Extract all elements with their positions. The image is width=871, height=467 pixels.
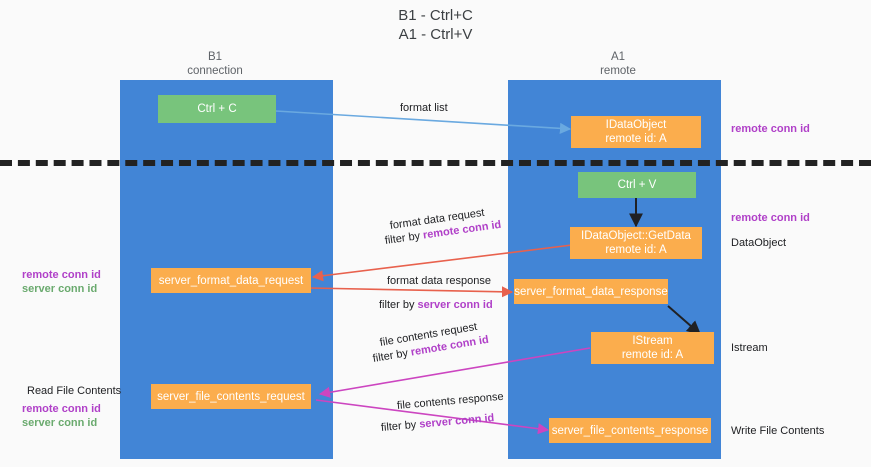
edge-label-format-data-response-filter: filter by server conn id [379,298,493,313]
node-ctrl-v[interactable]: Ctrl + V [578,172,696,198]
node-server-file-contents-request-label: server_file_contents_request [157,390,305,403]
annotation-left-remote-conn-id-2: remote conn id [22,403,101,415]
annotation-right-write-file-contents: Write File Contents [731,425,825,437]
edge-label-format-list: format list [400,101,448,116]
page-title: B1 - Ctrl+C A1 - Ctrl+V [398,7,473,43]
node-idataobject-title: IDataObject [605,119,667,131]
column-header-b1: B1 connection [155,50,275,78]
edge-label-file-contents-response-text: file contents response [396,390,505,412]
column-header-a1-sub: remote [600,65,636,77]
annotation-left-server-conn-id: server conn id [22,283,98,295]
node-server-format-data-request[interactable]: server_format_data_request [151,268,311,293]
node-server-file-contents-response-label: server_file_contents_response [551,424,709,437]
node-ctrl-v-label: Ctrl + V [617,179,657,191]
phase-divider [0,160,871,166]
column-header-a1-name: A1 [610,51,626,63]
edge-label-file-contents-response-filter: filter by server conn id [380,411,495,436]
annotation-left-remote-conn-id: remote conn id [22,269,101,281]
annotation-right-remote-conn-id-mid: remote conn id [731,212,810,224]
column-header-b1-name: B1 [207,51,223,63]
edge-label-format-list-text: format list [400,102,448,114]
node-idataobject[interactable]: IDataObject remote id: A [571,116,701,148]
annotation-right-dataobject: DataObject [731,237,787,249]
annotation-right-remote-conn-id-top: remote conn id [731,123,810,135]
column-header-a1: A1 remote [558,50,678,78]
edge-label-format-data-response: format data response [387,274,491,289]
edge-label-file-contents-response-filter-prefix: filter by [380,418,420,434]
edge-label-file-contents-request-filter-prefix: filter by [371,346,412,365]
node-server-file-contents-request[interactable]: server_file_contents_request [151,384,311,409]
node-idataobject-getdata[interactable]: IDataObject::GetData remote id: A [570,227,702,259]
node-istream-title: IStream [632,335,673,347]
node-server-format-data-request-label: server_format_data_request [158,274,304,287]
node-server-file-contents-response[interactable]: server_file_contents_response [549,418,711,443]
column-header-b1-sub: connection [187,65,243,77]
node-ctrl-c[interactable]: Ctrl + C [158,95,276,123]
edge-label-format-data-request-filter-prefix: filter by [384,229,424,247]
node-istream[interactable]: IStream remote id: A [591,332,714,364]
edge-label-format-data-response-text: format data response [387,275,491,287]
annotation-right-istream: Istream [731,342,768,354]
node-server-format-data-response[interactable]: server_format_data_response [514,279,668,304]
annotation-left-read-file-contents: Read File Contents [27,385,122,397]
node-istream-sub: remote id: A [621,349,684,361]
node-ctrl-c-label: Ctrl + C [197,103,237,115]
edge-label-format-data-response-filter-prefix: filter by [379,299,418,311]
edge-label-format-data-response-filter-key: server conn id [417,299,493,311]
node-getdata-title: IDataObject::GetData [581,230,691,242]
node-server-format-data-response-label: server_format_data_response [514,285,668,298]
edge-label-file-contents-response-filter-key: server conn id [418,412,495,431]
annotation-left-server-conn-id-2: server conn id [22,417,98,429]
edge-label-file-contents-response: file contents response [396,390,504,414]
node-idataobject-sub: remote id: A [605,133,667,145]
node-getdata-sub: remote id: A [605,244,667,256]
